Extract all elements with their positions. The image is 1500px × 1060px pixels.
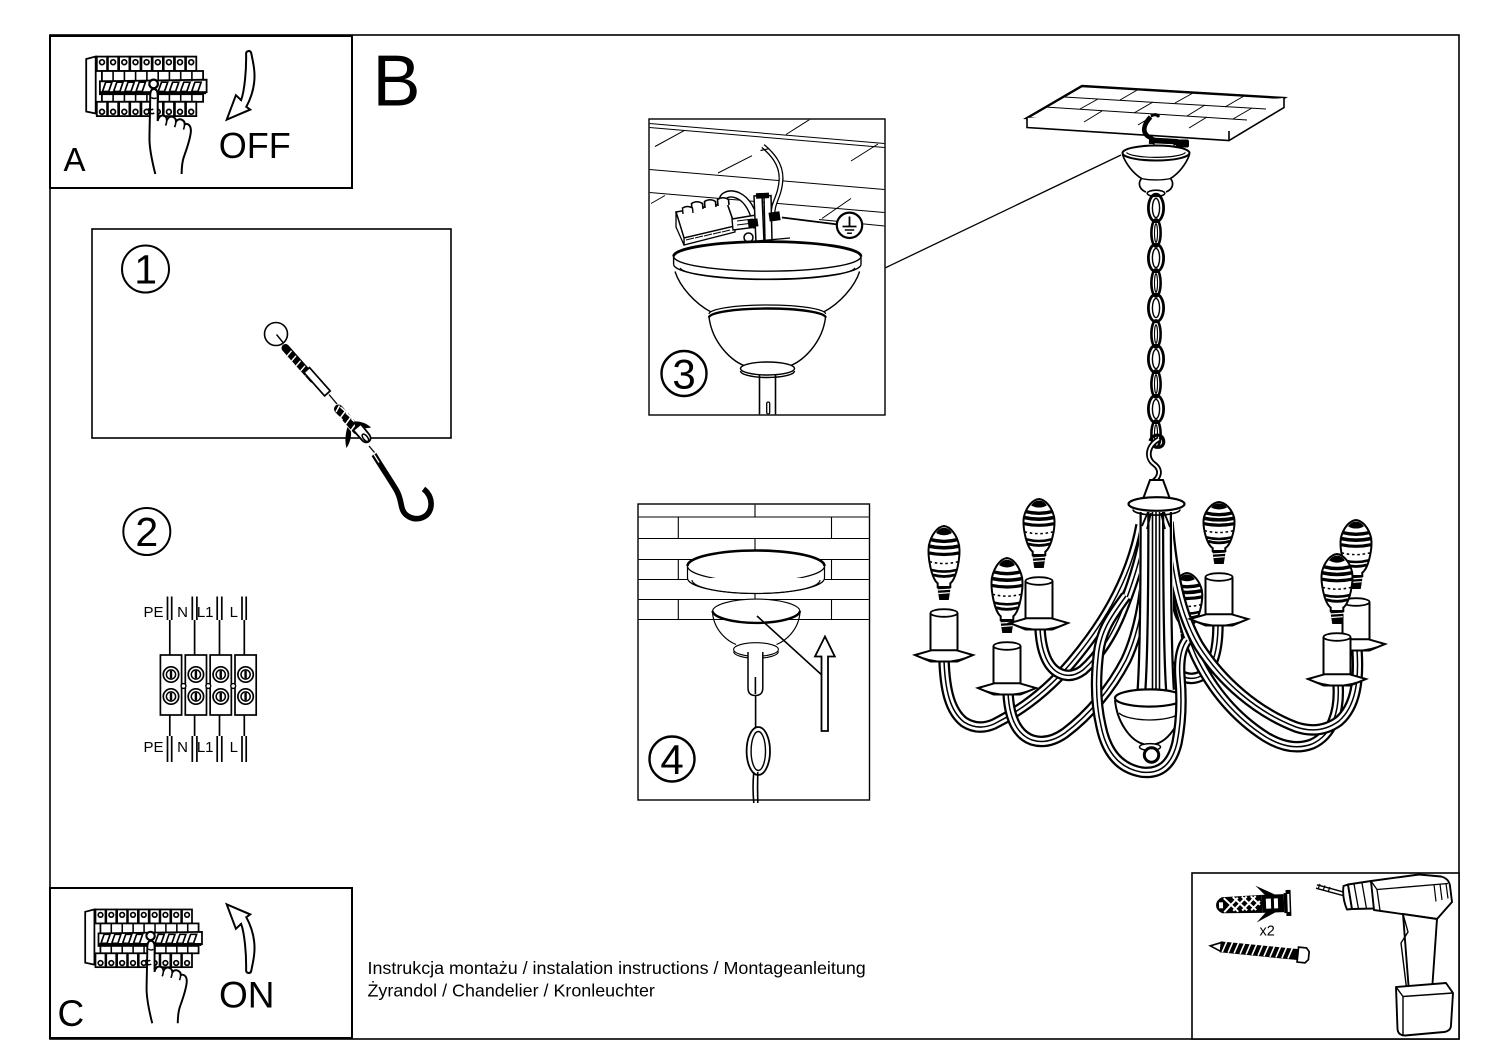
svg-text:1: 1 — [134, 247, 157, 293]
svg-text:B: B — [373, 42, 421, 122]
svg-text:x2: x2 — [1260, 924, 1275, 940]
svg-text:C: C — [58, 993, 85, 1034]
svg-text:N: N — [177, 739, 188, 756]
svg-text:L1: L1 — [197, 739, 214, 756]
svg-text:L: L — [230, 739, 238, 756]
svg-text:OFF: OFF — [219, 125, 291, 166]
svg-text:ON: ON — [219, 975, 275, 1016]
svg-text:3: 3 — [672, 351, 695, 398]
svg-text:PE: PE — [143, 739, 163, 756]
svg-text:PE: PE — [143, 604, 163, 621]
svg-text:N: N — [177, 604, 188, 621]
svg-text:4: 4 — [660, 736, 683, 783]
svg-text:A: A — [64, 141, 86, 178]
svg-text:Instrukcja montażu / instalati: Instrukcja montażu / instalation instruc… — [368, 958, 866, 978]
svg-text:L: L — [230, 604, 238, 621]
svg-text:L1: L1 — [197, 604, 214, 621]
svg-text:Żyrandol / Chandelier / Kronle: Żyrandol / Chandelier / Kronleuchter — [368, 981, 655, 1001]
svg-text:2: 2 — [135, 509, 158, 555]
